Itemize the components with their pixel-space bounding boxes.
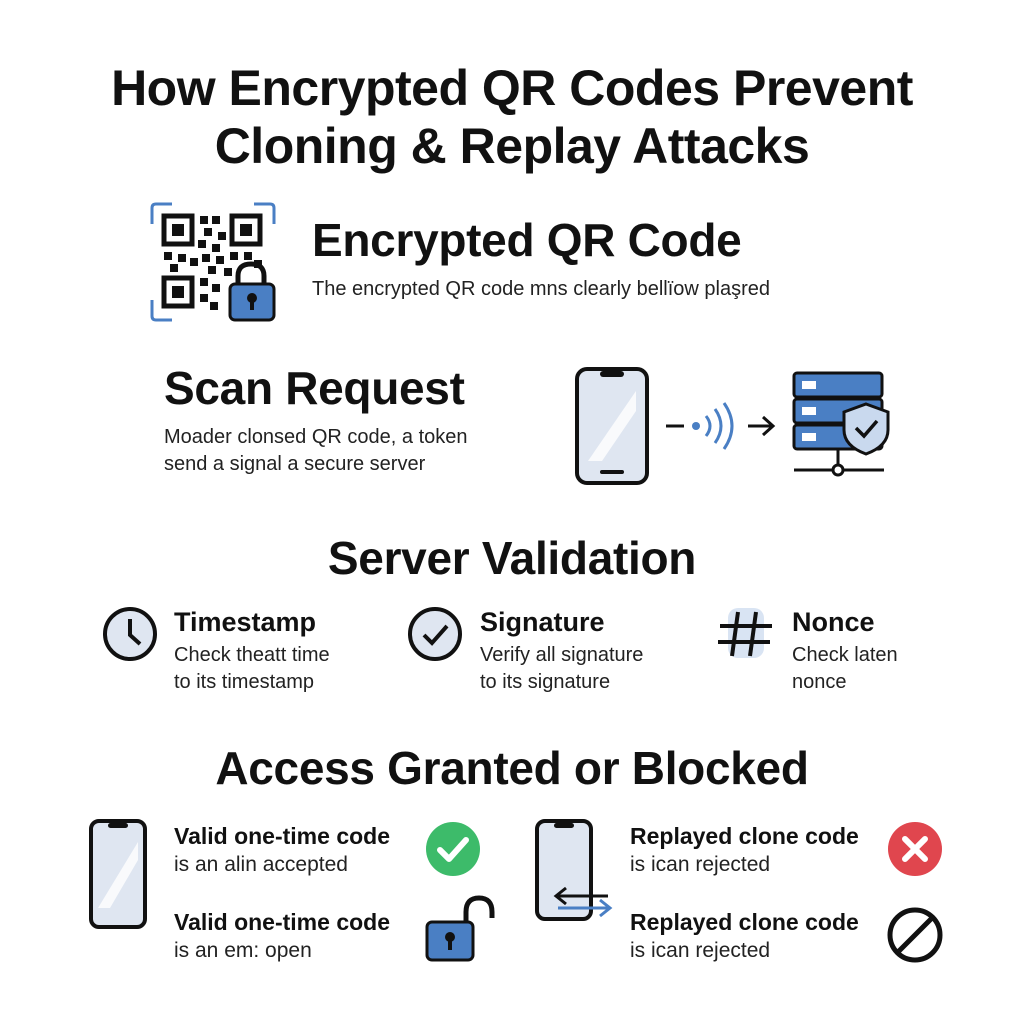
arrow-right-icon xyxy=(748,415,776,437)
phone-icon xyxy=(575,367,649,485)
granted-title-1: Valid one-time code xyxy=(174,823,390,849)
access-heading: Access Granted or Blocked xyxy=(215,742,809,794)
granted-line-2: is an em: open xyxy=(174,939,312,962)
hash-icon xyxy=(718,608,772,658)
timestamp-line-2: to its timestamp xyxy=(174,671,315,693)
scan-request-heading: Scan Request xyxy=(164,362,465,414)
green-check-icon xyxy=(426,822,480,876)
server-validation-heading: Server Validation xyxy=(327,532,697,584)
nonce-title: Nonce xyxy=(792,607,875,637)
encrypted-qr-description: The encrypted QR code mns clearly bellïo… xyxy=(312,278,770,300)
nonce-line-2: nonce xyxy=(792,671,847,693)
blocked-title-2: Replayed clone code xyxy=(630,909,859,935)
blocked-line-2: is ican rejected xyxy=(630,939,771,962)
signature-description: Verify all signature to its signature xyxy=(480,642,643,696)
signature-title: Signature xyxy=(480,607,605,637)
signal-icon xyxy=(666,402,734,450)
timestamp-description: Check theatt time to its timestamp xyxy=(174,642,330,696)
granted-title-2: Valid one-time code xyxy=(174,909,390,935)
red-x-icon xyxy=(888,822,942,876)
granted-line-1: is an alin accepted xyxy=(174,853,348,876)
blocked-phone-icon xyxy=(535,819,613,921)
qr-lock-icon xyxy=(150,202,276,322)
page-title-line-2: Cloning & Replay Attacks xyxy=(214,118,810,174)
scan-request-line-2: send a signal a secure server xyxy=(164,453,426,475)
granted-phone-icon xyxy=(89,819,147,929)
blocked-title-1: Replayed clone code xyxy=(630,823,859,849)
scan-request-line-1: Moader clonsed QR code, a token xyxy=(164,426,468,448)
blocked-line-1: is ican rejected xyxy=(630,853,771,876)
checkmark-circle-icon xyxy=(408,607,462,661)
nonce-line-1: Check laten xyxy=(792,644,898,666)
scan-request-description: Moader clonsed QR code, a token send a s… xyxy=(164,424,468,478)
timestamp-line-1: Check theatt time xyxy=(174,644,330,666)
timestamp-title: Timestamp xyxy=(174,607,317,637)
encrypted-qr-heading: Encrypted QR Code xyxy=(312,214,742,266)
signature-line-1: Verify all signature xyxy=(480,644,644,666)
nonce-description: Check laten nonce xyxy=(792,642,898,696)
page-title-line-1: How Encrypted QR Codes Prevent xyxy=(111,60,913,116)
unlocked-padlock-icon xyxy=(425,895,495,962)
clock-icon xyxy=(103,607,157,661)
secure-server-icon xyxy=(792,371,890,477)
blocked-icon xyxy=(887,907,943,963)
signature-line-2: to its signature xyxy=(480,671,611,693)
